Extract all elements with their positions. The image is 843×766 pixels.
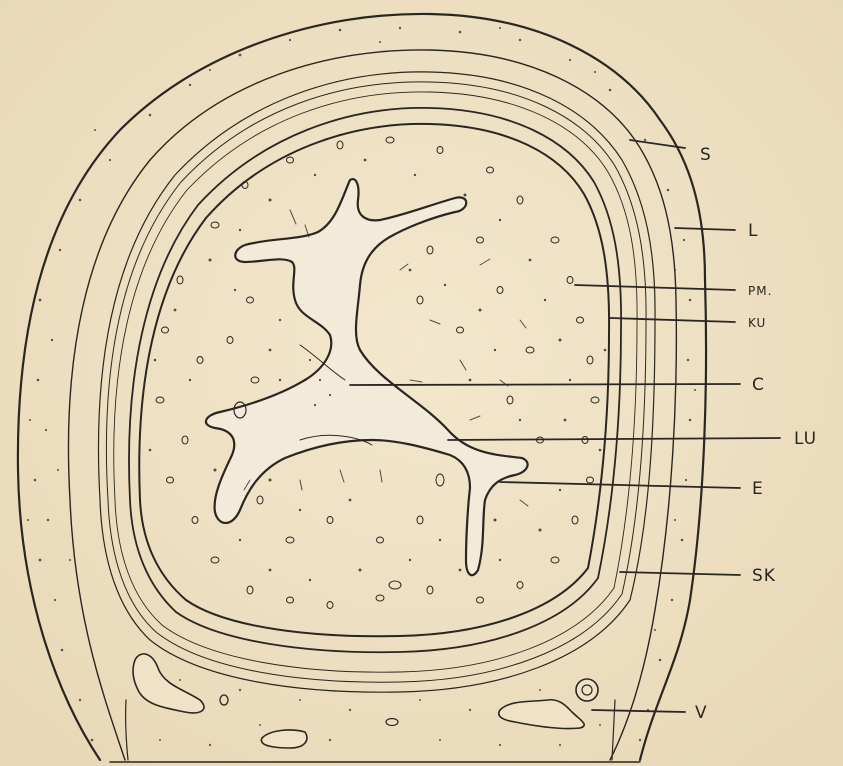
label-sk: SK — [752, 566, 776, 586]
pointer-line-c — [350, 384, 740, 385]
label-pm: PM. — [748, 284, 772, 298]
ventral-vessel-outer — [576, 679, 598, 701]
label-e: E — [752, 479, 764, 499]
label-l: L — [748, 221, 758, 241]
label-v: V — [695, 703, 708, 723]
label-lu: LU — [794, 429, 817, 449]
label-ku: KU — [748, 316, 766, 330]
label-c: C — [752, 375, 765, 395]
label-s: S — [700, 145, 712, 165]
